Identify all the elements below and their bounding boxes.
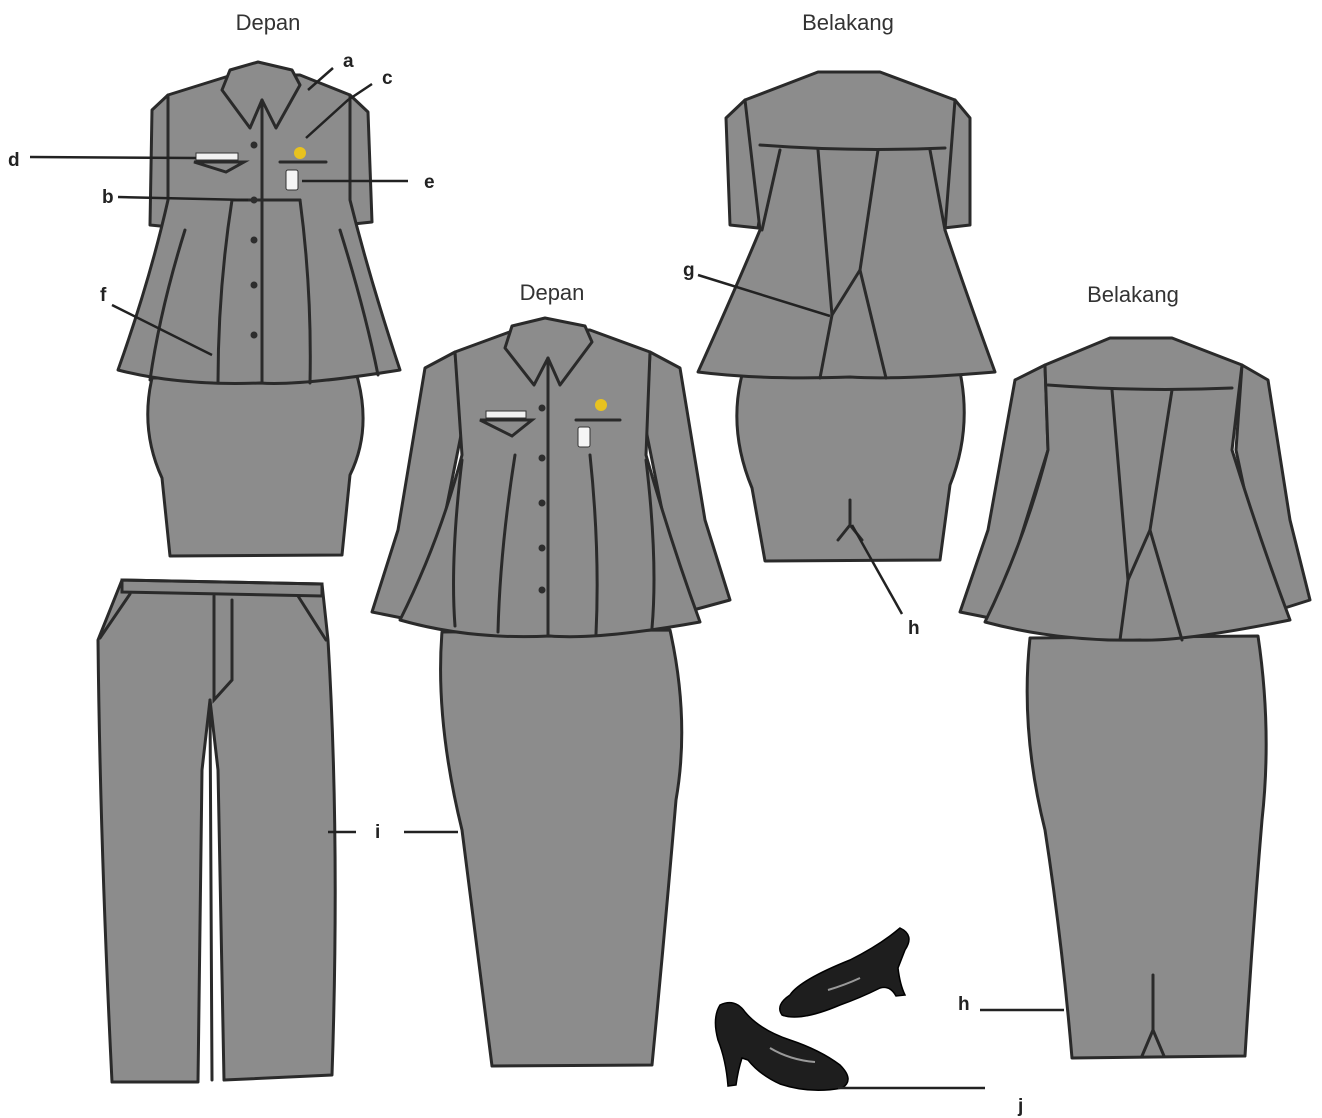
long-skirt-front xyxy=(441,630,682,1066)
button xyxy=(539,587,546,594)
front-long-sleeve-outfit xyxy=(372,318,730,1066)
back-shoe xyxy=(780,928,909,1017)
callout-i: i xyxy=(375,822,380,843)
trousers xyxy=(98,580,335,1082)
long-badge-icon xyxy=(595,399,607,411)
trousers-outline xyxy=(98,580,335,1082)
callout-j: j xyxy=(1017,1096,1023,1117)
button xyxy=(251,197,258,204)
callout-f: f xyxy=(100,285,107,306)
long-id-card xyxy=(578,427,590,447)
callout-a: a xyxy=(343,51,354,72)
title-back-long-sleeve: Belakang xyxy=(1087,282,1179,307)
button xyxy=(539,500,546,507)
callout-h-top: h xyxy=(908,618,920,639)
front-shoe xyxy=(715,1003,848,1091)
button xyxy=(539,405,546,412)
name-tag xyxy=(196,153,238,160)
back-short-sleeve-outfit xyxy=(698,72,995,561)
button xyxy=(539,455,546,462)
badge-icon xyxy=(294,147,306,159)
callout-h-bottom: h xyxy=(958,994,970,1015)
leader-d xyxy=(30,157,196,158)
short-skirt-front xyxy=(148,376,363,556)
callout-d: d xyxy=(8,150,20,171)
title-front-short-sleeve: Depan xyxy=(236,10,301,35)
button xyxy=(251,282,258,289)
button xyxy=(251,237,258,244)
title-back-short-sleeve: Belakang xyxy=(802,10,894,35)
back-long-sleeve-outfit xyxy=(960,338,1310,1058)
title-front-long-sleeve: Depan xyxy=(520,280,585,305)
callout-c: c xyxy=(382,68,393,89)
callout-b: b xyxy=(102,187,114,208)
button xyxy=(251,332,258,339)
button xyxy=(251,142,258,149)
long-skirt-back xyxy=(1027,636,1266,1058)
button xyxy=(539,545,546,552)
trousers-inseam xyxy=(210,700,212,1080)
callout-e: e xyxy=(424,172,435,193)
id-card xyxy=(286,170,298,190)
pumps-shoes xyxy=(715,928,909,1090)
callout-g: g xyxy=(683,260,695,281)
front-short-sleeve-outfit xyxy=(118,62,400,556)
long-name-tag xyxy=(486,411,526,418)
short-skirt-back xyxy=(737,372,964,561)
